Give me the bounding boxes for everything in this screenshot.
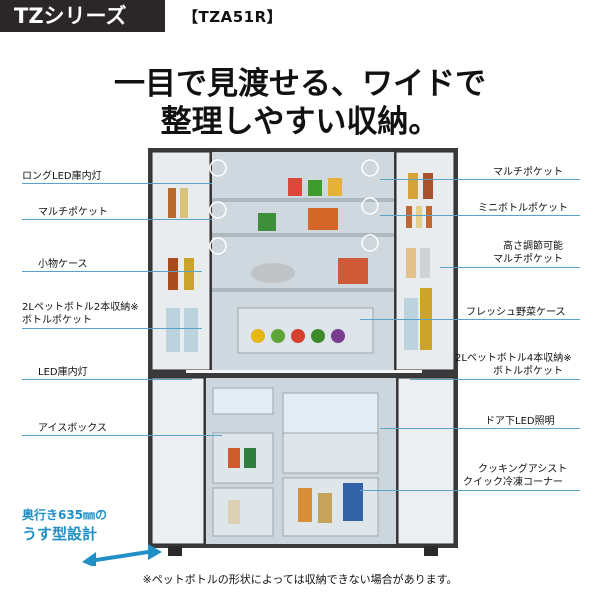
label-quick-freeze: クイック冷凍コーナー — [463, 477, 563, 488]
label-multi-pocket-right: マルチポケット — [493, 167, 563, 178]
headline-line-1: 一目で見渡せる、ワイドで — [114, 66, 486, 102]
model-number: 【TZA51R】 — [183, 8, 283, 26]
slim-depth-text: 奥行き635㎜の — [22, 508, 108, 522]
label-cooking-assist: クッキングアシスト — [478, 464, 568, 475]
refrigerator-illustration — [148, 148, 458, 556]
leader-line — [360, 319, 580, 320]
label-multi-pocket-adjustable: マルチポケット — [493, 254, 563, 265]
label-small-case: 小物ケース — [38, 259, 88, 270]
label-ice-box: アイスボックス — [38, 423, 107, 434]
leader-line — [410, 379, 580, 380]
slim-design-text: うす型設計 — [22, 525, 98, 543]
label-height-adjustable: 高さ調節可能 — [503, 241, 563, 252]
label-long-led-light: ロングLED庫内灯 — [22, 171, 102, 182]
leader-line — [380, 179, 580, 180]
label-bottle-pocket-left: ボトルポケット — [22, 315, 92, 326]
leader-line — [360, 490, 580, 491]
double-arrow-icon — [82, 544, 162, 566]
footnote: ※ペットボトルの形状によっては収納できない場合があります。 — [142, 573, 458, 586]
label-2l-bottle-4: 2Lペットボトル4本収納※ — [455, 353, 572, 364]
label-mini-bottle-pocket: ミニボトルポケット — [478, 203, 568, 214]
label-fresh-vegetable-case: フレッシュ野菜ケース — [466, 307, 566, 318]
leader-line — [22, 328, 202, 329]
leader-line — [440, 267, 580, 268]
label-door-led: ドア下LED照明 — [485, 416, 555, 427]
label-led-light: LED庫内灯 — [38, 367, 88, 378]
label-bottle-pocket-right: ボトルポケット — [493, 366, 563, 377]
leader-line — [22, 435, 222, 436]
leader-line — [22, 271, 202, 272]
label-multi-pocket-left: マルチポケット — [38, 207, 108, 218]
leader-line — [22, 219, 212, 220]
leader-line — [380, 428, 580, 429]
leader-line — [380, 215, 580, 216]
label-2l-bottle-2: 2Lペットボトル2本収納※ — [22, 302, 139, 313]
series-tab: TZシリーズ — [0, 0, 165, 32]
headline-line-2: 整理しやすい収納。 — [160, 104, 440, 140]
leader-line — [22, 183, 212, 184]
slim-design-badge: 奥行き635㎜の うす型設計 — [22, 506, 162, 566]
leader-line — [22, 379, 192, 380]
